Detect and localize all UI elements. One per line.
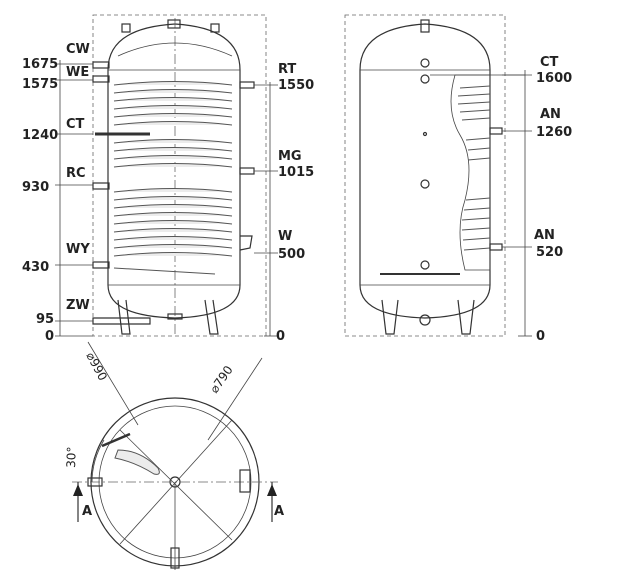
label-rc: RC: [66, 166, 86, 181]
side-port-1: [420, 58, 430, 68]
side-view-frame: [344, 14, 506, 337]
front-nozzle-cw: [92, 61, 110, 69]
top-diagonal-2: [119, 419, 233, 545]
top-nozzle-right: [239, 469, 251, 493]
side-port-4: [420, 179, 430, 189]
top-dim-790-line: [207, 357, 263, 441]
label-cw: CW: [66, 42, 90, 57]
value-w: 500: [278, 247, 305, 262]
side-port-3: [422, 131, 428, 137]
top-rod-ct: [101, 432, 131, 448]
label-diameter-990: ⌀990: [83, 350, 110, 383]
section-arrow-right-head: [267, 484, 277, 496]
label-angle-30: 30°: [64, 446, 79, 468]
side-top-fitting: [420, 19, 430, 33]
front-leg-right: [204, 299, 219, 335]
value-zw: 95: [36, 312, 54, 327]
side-coil: [457, 85, 491, 251]
top-coil-entry: [114, 449, 160, 475]
front-nozzle-mg: [239, 167, 255, 175]
front-bottom-fitting: [167, 313, 183, 320]
label-mg: MG: [278, 149, 302, 164]
top-view: ⌀990 ⌀790 30° A A: [64, 341, 284, 570]
side-cutaway: [450, 74, 491, 271]
top-diagonal-1: [119, 429, 233, 541]
side-port-5: [420, 260, 430, 270]
top-nozzle-bottom: [170, 547, 180, 569]
value-rc: 930: [22, 180, 49, 195]
front-top-fitting-1: [121, 23, 131, 33]
value-right-zero: 0: [276, 329, 285, 344]
front-top-fitting-2: [167, 19, 181, 29]
front-nozzle-wy: [92, 261, 110, 269]
label-section-a-right: A: [274, 504, 284, 519]
side-bottom-port: [419, 314, 431, 326]
front-top-fitting-3: [210, 23, 220, 33]
side-nozzle-an-upper: [489, 127, 503, 135]
top-nozzle-left: [87, 477, 103, 487]
front-leg-left: [117, 299, 131, 335]
side-ticks: [502, 74, 532, 337]
top-angle-arc: [91, 439, 105, 483]
label-rt: RT: [278, 62, 296, 77]
label-diameter-790: ⌀790: [207, 363, 236, 396]
front-right-ticks: [254, 84, 278, 337]
side-nozzle-an-lower: [489, 243, 503, 251]
front-view-frame: [92, 14, 267, 337]
side-view: CT 1600 AN 1260 AN 520 0: [344, 14, 572, 344]
front-dome-inner: [117, 42, 233, 57]
front-nozzle-rc: [92, 182, 110, 190]
value-side-an-upper: 1260: [536, 125, 572, 140]
front-lower-coil: [113, 188, 233, 275]
front-tank-body: [107, 23, 241, 319]
front-nozzle-we: [92, 75, 110, 83]
front-view: CW 1675 WE 1575 CT 1240 RC 930 WY 430 ZW…: [22, 14, 314, 344]
label-side-an-lower: AN: [534, 228, 555, 243]
value-cw: 1675: [22, 57, 58, 72]
value-ct: 1240: [22, 128, 58, 143]
value-mg: 1015: [278, 165, 314, 180]
value-rt: 1550: [278, 78, 314, 93]
label-we: WE: [66, 65, 89, 80]
label-section-a-left: A: [82, 504, 92, 519]
side-port-2: [420, 74, 430, 84]
label-side-an-upper: AN: [540, 107, 561, 122]
front-nozzle-w: [239, 235, 253, 251]
side-leg-right: [457, 299, 475, 335]
label-side-ct: CT: [540, 55, 559, 70]
front-drain-zw: [92, 317, 151, 325]
front-nozzle-rt: [239, 81, 255, 89]
value-we: 1575: [22, 77, 58, 92]
side-leg-left: [381, 299, 399, 335]
value-left-zero: 0: [45, 329, 54, 344]
front-upper-coil: [113, 81, 233, 168]
label-ct: CT: [66, 117, 85, 132]
value-side-an-lower: 520: [536, 245, 563, 260]
label-wy: WY: [66, 242, 90, 257]
value-side-zero: 0: [536, 329, 545, 344]
label-w: W: [278, 229, 292, 244]
section-arrow-left-head: [73, 484, 83, 496]
front-left-ticks: [55, 63, 93, 337]
label-zw: ZW: [66, 298, 90, 313]
value-wy: 430: [22, 260, 49, 275]
value-side-ct: 1600: [536, 71, 572, 86]
top-dim-990-line: [87, 341, 139, 426]
